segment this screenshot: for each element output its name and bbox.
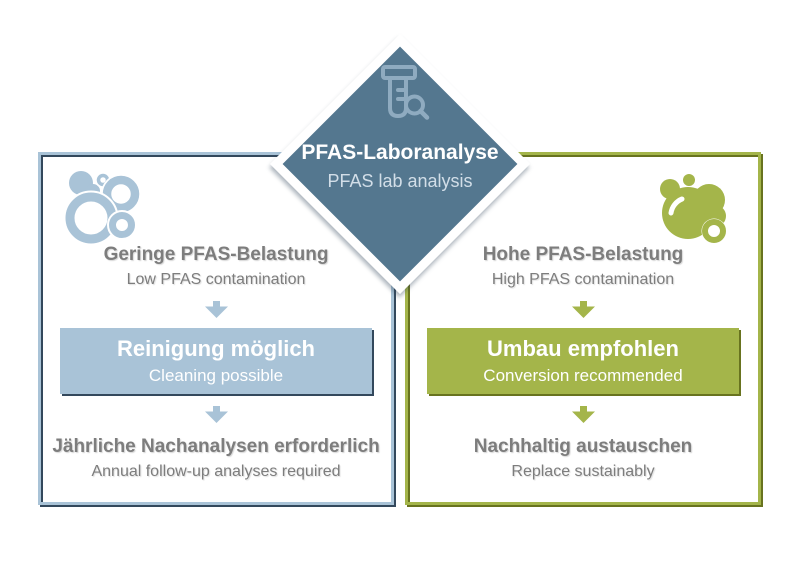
left-outcome-en: Annual follow-up analyses required <box>91 463 341 480</box>
right-heading-de: Hohe PFAS-Belastung <box>482 244 684 265</box>
diamond-content: PFAS-Laboranalyse PFAS lab analysis <box>290 64 510 192</box>
foam-bubbles-light-icon <box>63 171 141 246</box>
down-arrow-icon <box>571 301 595 318</box>
cleaning-possible-box: Reinigung möglich Cleaning possible <box>60 328 372 394</box>
left-heading-de: Geringe PFAS-Belastung <box>103 244 329 265</box>
down-arrow-icon <box>571 406 595 423</box>
action-title: Umbau empfohlen <box>487 336 679 361</box>
left-flow: Geringe PFAS-Belastung Low PFAS contamin… <box>41 243 391 483</box>
right-heading-en: High PFAS contamination <box>491 271 675 288</box>
down-arrow-icon <box>204 301 228 318</box>
left-outcome-de: Jährliche Nachanalysen erforderlich <box>52 436 380 457</box>
action-title: Reinigung möglich <box>117 336 315 361</box>
action-subtitle: Conversion recommended <box>483 366 683 385</box>
right-flow: Hohe PFAS-Belastung High PFAS contaminat… <box>408 243 758 483</box>
diamond-title: PFAS-Laboranalyse <box>301 141 499 164</box>
down-arrow-icon <box>204 406 228 423</box>
right-outcome-de: Nachhaltig austauschen <box>473 436 693 457</box>
diamond-subtitle: PFAS lab analysis <box>327 171 473 191</box>
foam-bubbles-filled-icon <box>660 174 727 244</box>
left-heading-en: Low PFAS contamination <box>126 271 306 288</box>
conversion-recommended-box: Umbau empfohlen Conversion recommended <box>427 328 739 394</box>
right-outcome-en: Replace sustainably <box>511 463 655 480</box>
action-subtitle: Cleaning possible <box>148 366 284 385</box>
test-tube-magnifier-icon <box>381 65 430 120</box>
